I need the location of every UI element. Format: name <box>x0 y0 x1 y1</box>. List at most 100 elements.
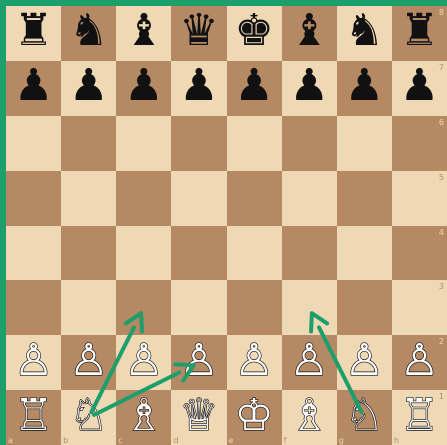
square-c1[interactable]: ♗c <box>116 390 172 445</box>
white-knight-icon[interactable]: ♘ <box>344 390 385 441</box>
square-a1[interactable]: ♖a <box>6 390 62 445</box>
black-pawn-icon[interactable]: ♟ <box>13 60 54 112</box>
square-a7[interactable]: ♟ <box>6 60 62 116</box>
white-king-icon[interactable]: ♔ <box>234 390 275 441</box>
white-pawn-icon[interactable]: ♙ <box>399 335 440 386</box>
square-f5[interactable] <box>281 170 337 226</box>
square-h3[interactable]: 3 <box>391 280 447 336</box>
square-h4[interactable]: 4 <box>391 225 447 281</box>
square-a6[interactable] <box>6 115 62 171</box>
square-d4[interactable] <box>171 225 227 281</box>
square-b3[interactable] <box>61 280 117 336</box>
black-rook-icon[interactable]: ♜ <box>13 6 54 57</box>
square-b6[interactable] <box>61 115 117 171</box>
white-pawn-icon[interactable]: ♙ <box>13 335 54 386</box>
black-pawn-icon[interactable]: ♟ <box>179 60 219 112</box>
black-pawn-icon[interactable]: ♟ <box>344 60 385 112</box>
square-b7[interactable]: ♟ <box>61 60 117 116</box>
square-f7[interactable]: ♟ <box>281 60 337 116</box>
square-d1[interactable]: ♕d <box>171 390 227 445</box>
square-c2[interactable]: ♙ <box>116 335 172 391</box>
black-bishop-icon[interactable]: ♝ <box>124 6 164 57</box>
square-h6[interactable]: 6 <box>391 115 447 171</box>
black-pawn-icon[interactable]: ♟ <box>68 60 109 112</box>
square-c8[interactable]: ♝ <box>116 6 172 61</box>
square-g7[interactable]: ♟ <box>336 60 392 116</box>
square-c5[interactable] <box>116 170 172 226</box>
white-pawn-icon[interactable]: ♙ <box>289 335 330 386</box>
white-pawn-icon[interactable]: ♙ <box>344 335 385 386</box>
square-d5[interactable] <box>171 170 227 226</box>
square-g8[interactable]: ♞ <box>336 6 392 61</box>
square-b8[interactable]: ♞ <box>61 6 117 61</box>
square-c6[interactable] <box>116 115 172 171</box>
square-g6[interactable] <box>336 115 392 171</box>
square-a5[interactable] <box>6 170 62 226</box>
white-knight-icon[interactable]: ♘ <box>68 390 109 441</box>
white-pawn-icon[interactable]: ♙ <box>179 335 220 386</box>
square-g4[interactable] <box>336 225 392 281</box>
square-d8[interactable]: ♛ <box>171 6 227 61</box>
white-queen-icon[interactable]: ♕ <box>179 390 220 441</box>
white-pawn-icon[interactable]: ♙ <box>68 335 109 386</box>
black-queen-icon[interactable]: ♛ <box>179 6 219 57</box>
square-e1[interactable]: ♔e <box>226 390 282 445</box>
square-b4[interactable] <box>61 225 117 281</box>
square-d3[interactable] <box>171 280 227 336</box>
square-f3[interactable] <box>281 280 337 336</box>
file-label: b <box>63 436 69 445</box>
square-f4[interactable] <box>281 225 337 281</box>
square-h7[interactable]: ♟7 <box>391 60 447 116</box>
black-pawn-icon[interactable]: ♟ <box>234 60 274 112</box>
square-g2[interactable]: ♙ <box>336 335 392 391</box>
square-b1[interactable]: ♘b <box>61 390 117 445</box>
black-knight-icon[interactable]: ♞ <box>68 6 109 57</box>
square-f6[interactable] <box>281 115 337 171</box>
file-label: c <box>118 436 123 445</box>
square-e8[interactable]: ♚ <box>226 6 282 61</box>
square-e3[interactable] <box>226 280 282 336</box>
square-f8[interactable]: ♝ <box>281 6 337 61</box>
square-e4[interactable] <box>226 225 282 281</box>
square-d6[interactable] <box>171 115 227 171</box>
black-pawn-icon[interactable]: ♟ <box>289 60 329 112</box>
square-b2[interactable]: ♙ <box>61 335 117 391</box>
square-c4[interactable] <box>116 225 172 281</box>
square-d2[interactable]: ♙ <box>171 335 227 391</box>
square-g1[interactable]: ♘g <box>336 390 392 445</box>
white-rook-icon[interactable]: ♖ <box>399 390 440 441</box>
square-g5[interactable] <box>336 170 392 226</box>
square-c7[interactable]: ♟ <box>116 60 172 116</box>
black-rook-icon[interactable]: ♜ <box>399 6 440 57</box>
black-knight-icon[interactable]: ♞ <box>344 6 385 57</box>
white-pawn-icon[interactable]: ♙ <box>234 335 275 386</box>
black-pawn-icon[interactable]: ♟ <box>399 60 440 112</box>
square-f2[interactable]: ♙ <box>281 335 337 391</box>
square-h2[interactable]: ♙2 <box>391 335 447 391</box>
square-c3[interactable] <box>116 280 172 336</box>
square-a2[interactable]: ♙ <box>6 335 62 391</box>
square-f1[interactable]: ♗f <box>281 390 337 445</box>
square-b5[interactable] <box>61 170 117 226</box>
rank-label: 3 <box>438 282 444 292</box>
black-king-icon[interactable]: ♚ <box>234 6 274 57</box>
white-rook-icon[interactable]: ♖ <box>13 390 54 441</box>
square-h8[interactable]: ♜8 <box>391 6 447 61</box>
white-pawn-icon[interactable]: ♙ <box>123 335 164 386</box>
black-pawn-icon[interactable]: ♟ <box>124 60 164 112</box>
square-g3[interactable] <box>336 280 392 336</box>
square-e2[interactable]: ♙ <box>226 335 282 391</box>
white-bishop-icon[interactable]: ♗ <box>289 390 330 441</box>
white-bishop-icon[interactable]: ♗ <box>123 390 164 441</box>
square-e6[interactable] <box>226 115 282 171</box>
square-a8[interactable]: ♜ <box>6 6 62 61</box>
square-d7[interactable]: ♟ <box>171 60 227 116</box>
square-e5[interactable] <box>226 170 282 226</box>
square-h5[interactable]: 5 <box>391 170 447 226</box>
square-a4[interactable] <box>6 225 62 281</box>
square-e7[interactable]: ♟ <box>226 60 282 116</box>
black-bishop-icon[interactable]: ♝ <box>289 6 329 57</box>
square-a3[interactable] <box>6 280 62 336</box>
